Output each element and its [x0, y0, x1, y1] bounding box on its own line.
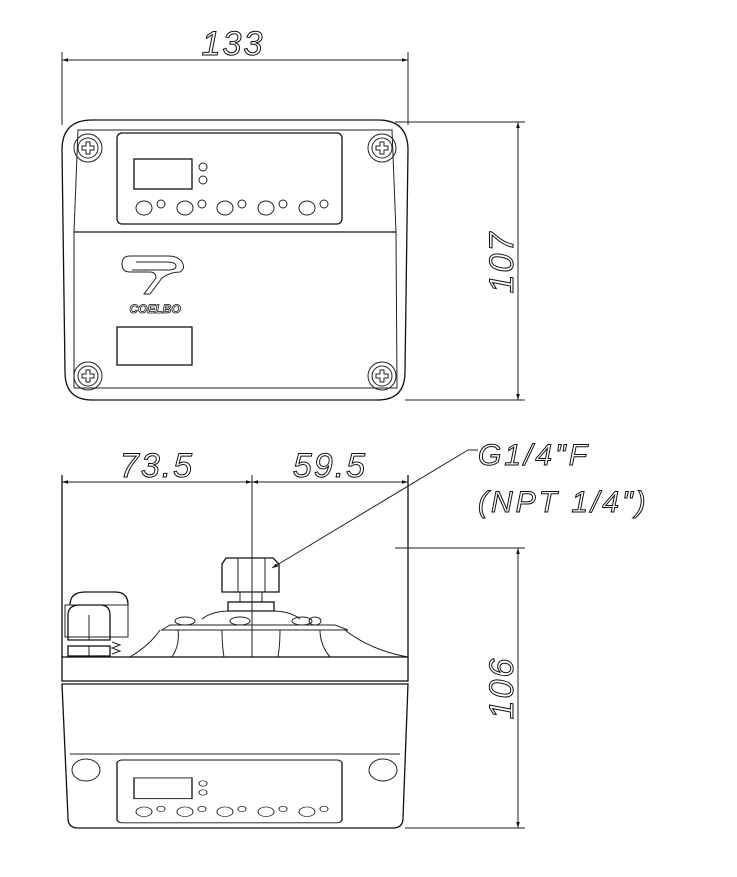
left-offset-dimension-label: 73.5	[120, 447, 194, 485]
top-view: 133 COELBO 107	[61, 25, 525, 401]
cable-gland	[64, 591, 129, 657]
side-view: 73.5 59.5 G1/4"F (NPT 1/4")	[61, 439, 649, 829]
enclosure-inner-outline	[73, 129, 398, 389]
nameplate	[116, 326, 193, 366]
width-dimension-label: 133	[202, 25, 265, 63]
body-lower	[61, 683, 409, 829]
callout-leader-line	[271, 449, 469, 569]
enclosure-outline	[61, 119, 409, 401]
screw-icon	[367, 361, 397, 391]
control-panel	[116, 759, 343, 824]
height-dimension-label: 106	[483, 657, 521, 720]
brand-logo-text: COELBO	[129, 302, 181, 316]
screw-hole-icon	[71, 758, 101, 782]
body-band	[61, 656, 409, 682]
right-offset-dimension-label: 59.5	[293, 447, 367, 485]
connection-label-line2: (NPT 1/4")	[478, 486, 649, 519]
pressure-fitting	[129, 557, 409, 658]
control-panel	[116, 132, 343, 225]
connection-label-line1: G1/4"F	[478, 439, 590, 472]
screw-hole-icon	[368, 758, 398, 782]
screw-icon	[73, 133, 103, 163]
screw-icon	[73, 361, 103, 391]
height-dimension-label: 107	[483, 231, 521, 294]
screw-icon	[367, 133, 397, 163]
coelbo-logo-icon	[121, 255, 185, 295]
